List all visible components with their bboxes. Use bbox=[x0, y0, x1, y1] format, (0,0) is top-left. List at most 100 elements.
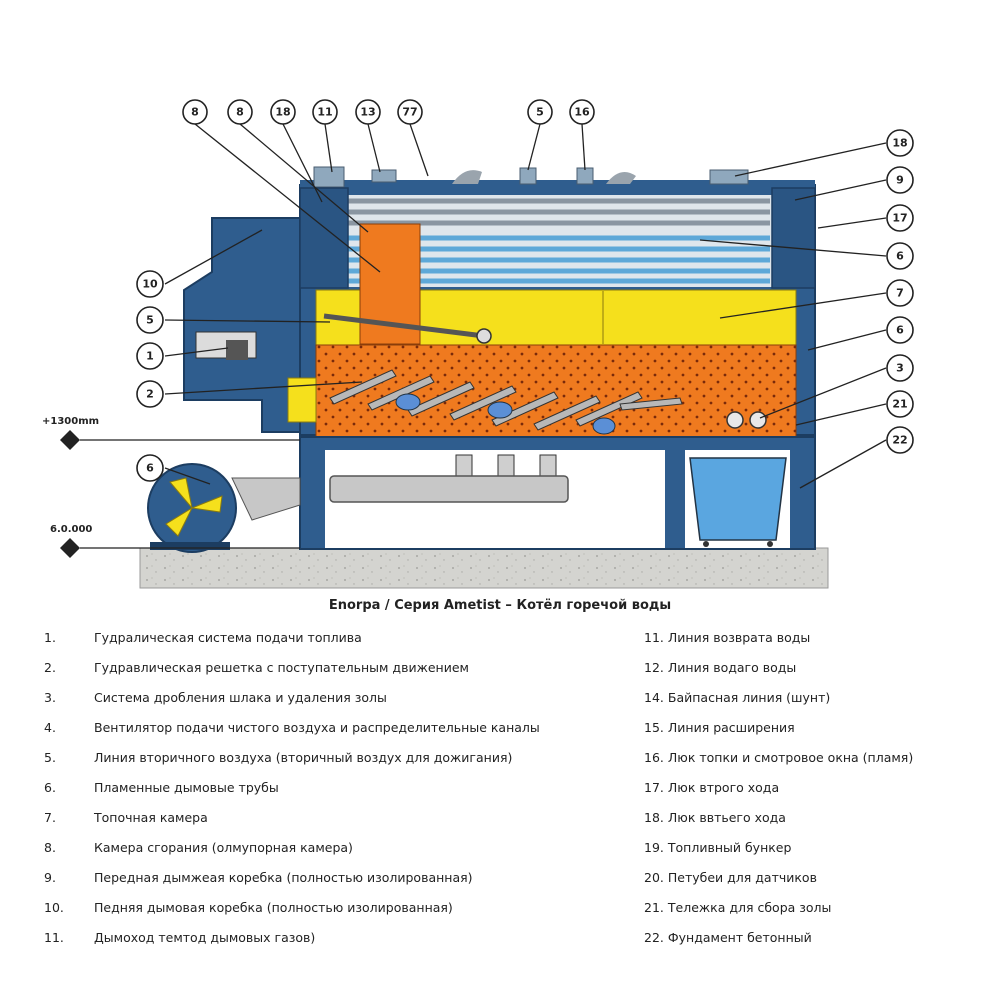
callout-badge: 1 bbox=[136, 342, 164, 370]
grate-hydraulic-cylinders bbox=[395, 393, 616, 435]
callout-badge: 13 bbox=[355, 99, 381, 125]
callout-badge: 77 bbox=[397, 99, 423, 125]
air-distribution-dampers bbox=[455, 454, 557, 480]
legend-left-column: 1.Гудралическая система подачи топлива 2… bbox=[44, 628, 624, 958]
svg-text:6: 6 bbox=[146, 462, 154, 475]
legend-item: 12.Линия водаго воды bbox=[644, 658, 994, 688]
top-nozzles bbox=[313, 166, 749, 188]
legend-number: 15. bbox=[644, 720, 664, 735]
legend-text: Тележка для сбора золы bbox=[667, 900, 832, 915]
svg-text:18: 18 bbox=[275, 106, 290, 119]
boiler-top-plate bbox=[300, 180, 815, 188]
legend-item: 15.Линия расширения bbox=[644, 718, 994, 748]
reciprocating-grate bbox=[329, 369, 683, 431]
legend-text: Дымоход темтод дымовых газов) bbox=[94, 930, 316, 945]
boiler-cross-section-diagram: +1300mm 6.0.000 8 8 18 11 13 bbox=[42, 99, 914, 589]
legend-text: Камера сгорания (олмупорная камера) bbox=[94, 840, 353, 855]
slag-crusher-rollers bbox=[726, 411, 767, 429]
rear-smoke-box bbox=[771, 187, 816, 289]
callout-badge: 5 bbox=[136, 306, 164, 334]
legend-number: 22. bbox=[644, 930, 664, 945]
callout-badge: 6 bbox=[886, 316, 914, 344]
svg-text:77: 77 bbox=[402, 106, 417, 119]
legend-item: 21.Тележка для сбора золы bbox=[644, 898, 994, 928]
legend-text: Передная дымжеая коребка (полностью изол… bbox=[94, 870, 473, 885]
legend-number: 1. bbox=[44, 630, 56, 645]
insulation-hump-2 bbox=[606, 171, 636, 184]
svg-text:5: 5 bbox=[146, 314, 154, 327]
svg-text:16: 16 bbox=[574, 106, 590, 119]
legend-item: 14.Байпасная линия (шунт) bbox=[644, 688, 994, 718]
legend-item: 4.Вентилятор подачи чистого воздуха и ра… bbox=[44, 718, 624, 748]
legend-item: 16.Люк топки и смотровое окна (пламя) bbox=[644, 748, 994, 778]
svg-text:8: 8 bbox=[236, 106, 244, 119]
legend-text: Люк втрого хода bbox=[667, 780, 780, 795]
svg-text:3: 3 bbox=[896, 362, 904, 375]
legend-text: Пламенные дымовые трубы bbox=[94, 780, 279, 795]
legend-number: 4. bbox=[44, 720, 56, 735]
svg-text:22: 22 bbox=[892, 434, 907, 447]
legend-text: Линия возврата воды bbox=[667, 630, 811, 645]
legend-number: 21. bbox=[644, 900, 664, 915]
legend-item: 10. Педняя дымовая коребка (полностью изо… bbox=[44, 898, 624, 928]
legend-item: 7.Топочная камера bbox=[44, 808, 624, 838]
callout-badge: 9 bbox=[886, 166, 914, 194]
callout-badge: 6 bbox=[136, 454, 164, 482]
legend-text: Люк топки и смотровое окна (пламя) bbox=[667, 750, 914, 765]
svg-text:10: 10 bbox=[142, 278, 158, 291]
front-smoke-box bbox=[299, 187, 349, 289]
legend-right-column: 11.Линия возврата воды 12.Линия водаго в… bbox=[644, 628, 994, 958]
svg-text:2: 2 bbox=[146, 388, 154, 401]
legend-item: 11. Дымоход темтод дымовых газов) bbox=[44, 928, 624, 958]
ash-cart bbox=[689, 457, 787, 541]
legend-item: 5.Линия вторичного воздуха (вторичный во… bbox=[44, 748, 624, 778]
legend-number: 18. bbox=[644, 810, 664, 825]
svg-text:8: 8 bbox=[191, 106, 199, 119]
legend-item: 22.Фундамент бетонный bbox=[644, 928, 994, 958]
callout-badge: 3 bbox=[886, 354, 914, 382]
legend-number: 6. bbox=[44, 780, 56, 795]
callout-leader-lines bbox=[164, 123, 887, 489]
callout-badge: 11 bbox=[312, 99, 338, 125]
svg-text:18: 18 bbox=[892, 137, 907, 150]
diagram-caption: Enorpa / Серия Ametist – Котёл горечой в… bbox=[328, 598, 672, 613]
primary-air-duct bbox=[329, 475, 569, 503]
callout-badge: 6 bbox=[886, 242, 914, 270]
legend-item: 1.Гудралическая система подачи топлива bbox=[44, 628, 624, 658]
callout-badge: 10 bbox=[136, 270, 164, 298]
legend-number: 11. bbox=[44, 930, 64, 945]
legend-number: 7. bbox=[44, 810, 56, 825]
svg-text:9: 9 bbox=[896, 174, 904, 187]
callout-badge: 22 bbox=[886, 426, 914, 454]
legend-number: 12. bbox=[644, 660, 664, 675]
legend-item: 20.Петубеи для датчиков bbox=[644, 868, 994, 898]
callout-markers: 8 8 18 11 13 77 5 16 18 9 17 6 7 6 10 5 … bbox=[136, 99, 914, 482]
callout-badge: 17 bbox=[886, 204, 914, 232]
legend-number: 2. bbox=[44, 660, 56, 675]
legend-text: Люк ввтьего хода bbox=[667, 810, 786, 825]
svg-text:7: 7 bbox=[896, 287, 904, 300]
legend-number: 10. bbox=[44, 900, 64, 915]
svg-text:6: 6 bbox=[896, 324, 904, 337]
legend-number: 19. bbox=[644, 840, 664, 855]
callout-badge: 16 bbox=[569, 99, 595, 125]
legend-number: 9. bbox=[44, 870, 56, 885]
level-marker-upper: +1300mm bbox=[42, 416, 300, 450]
level-upper-label: +1300mm bbox=[42, 416, 99, 427]
insulation-hump-1 bbox=[452, 170, 482, 184]
legend-item: 17.Люк втрого хода bbox=[644, 778, 994, 808]
svg-text:21: 21 bbox=[892, 398, 907, 411]
legend-text: Петубеи для датчиков bbox=[667, 870, 817, 885]
legend-item: 18.Люк ввтьего хода bbox=[644, 808, 994, 838]
legend-text: Педняя дымовая коребка (полностью изолир… bbox=[94, 900, 453, 915]
level-ground-label: 6.0.000 bbox=[50, 524, 92, 535]
concrete-foundation bbox=[139, 547, 829, 589]
legend-text: Фундамент бетонный bbox=[667, 930, 812, 945]
svg-text:1: 1 bbox=[146, 350, 154, 363]
callout-badge: 18 bbox=[886, 129, 914, 157]
legend-item: 8.Камера сгорания (олмупорная камера) bbox=[44, 838, 624, 868]
primary-air-fan bbox=[147, 463, 301, 553]
legend-number: 14. bbox=[644, 690, 664, 705]
legend-item: 9. Передная дымжеая коребка (полностью из… bbox=[44, 868, 624, 898]
legend-text: Линия вторичного воздуха (вторичный возд… bbox=[94, 750, 513, 765]
